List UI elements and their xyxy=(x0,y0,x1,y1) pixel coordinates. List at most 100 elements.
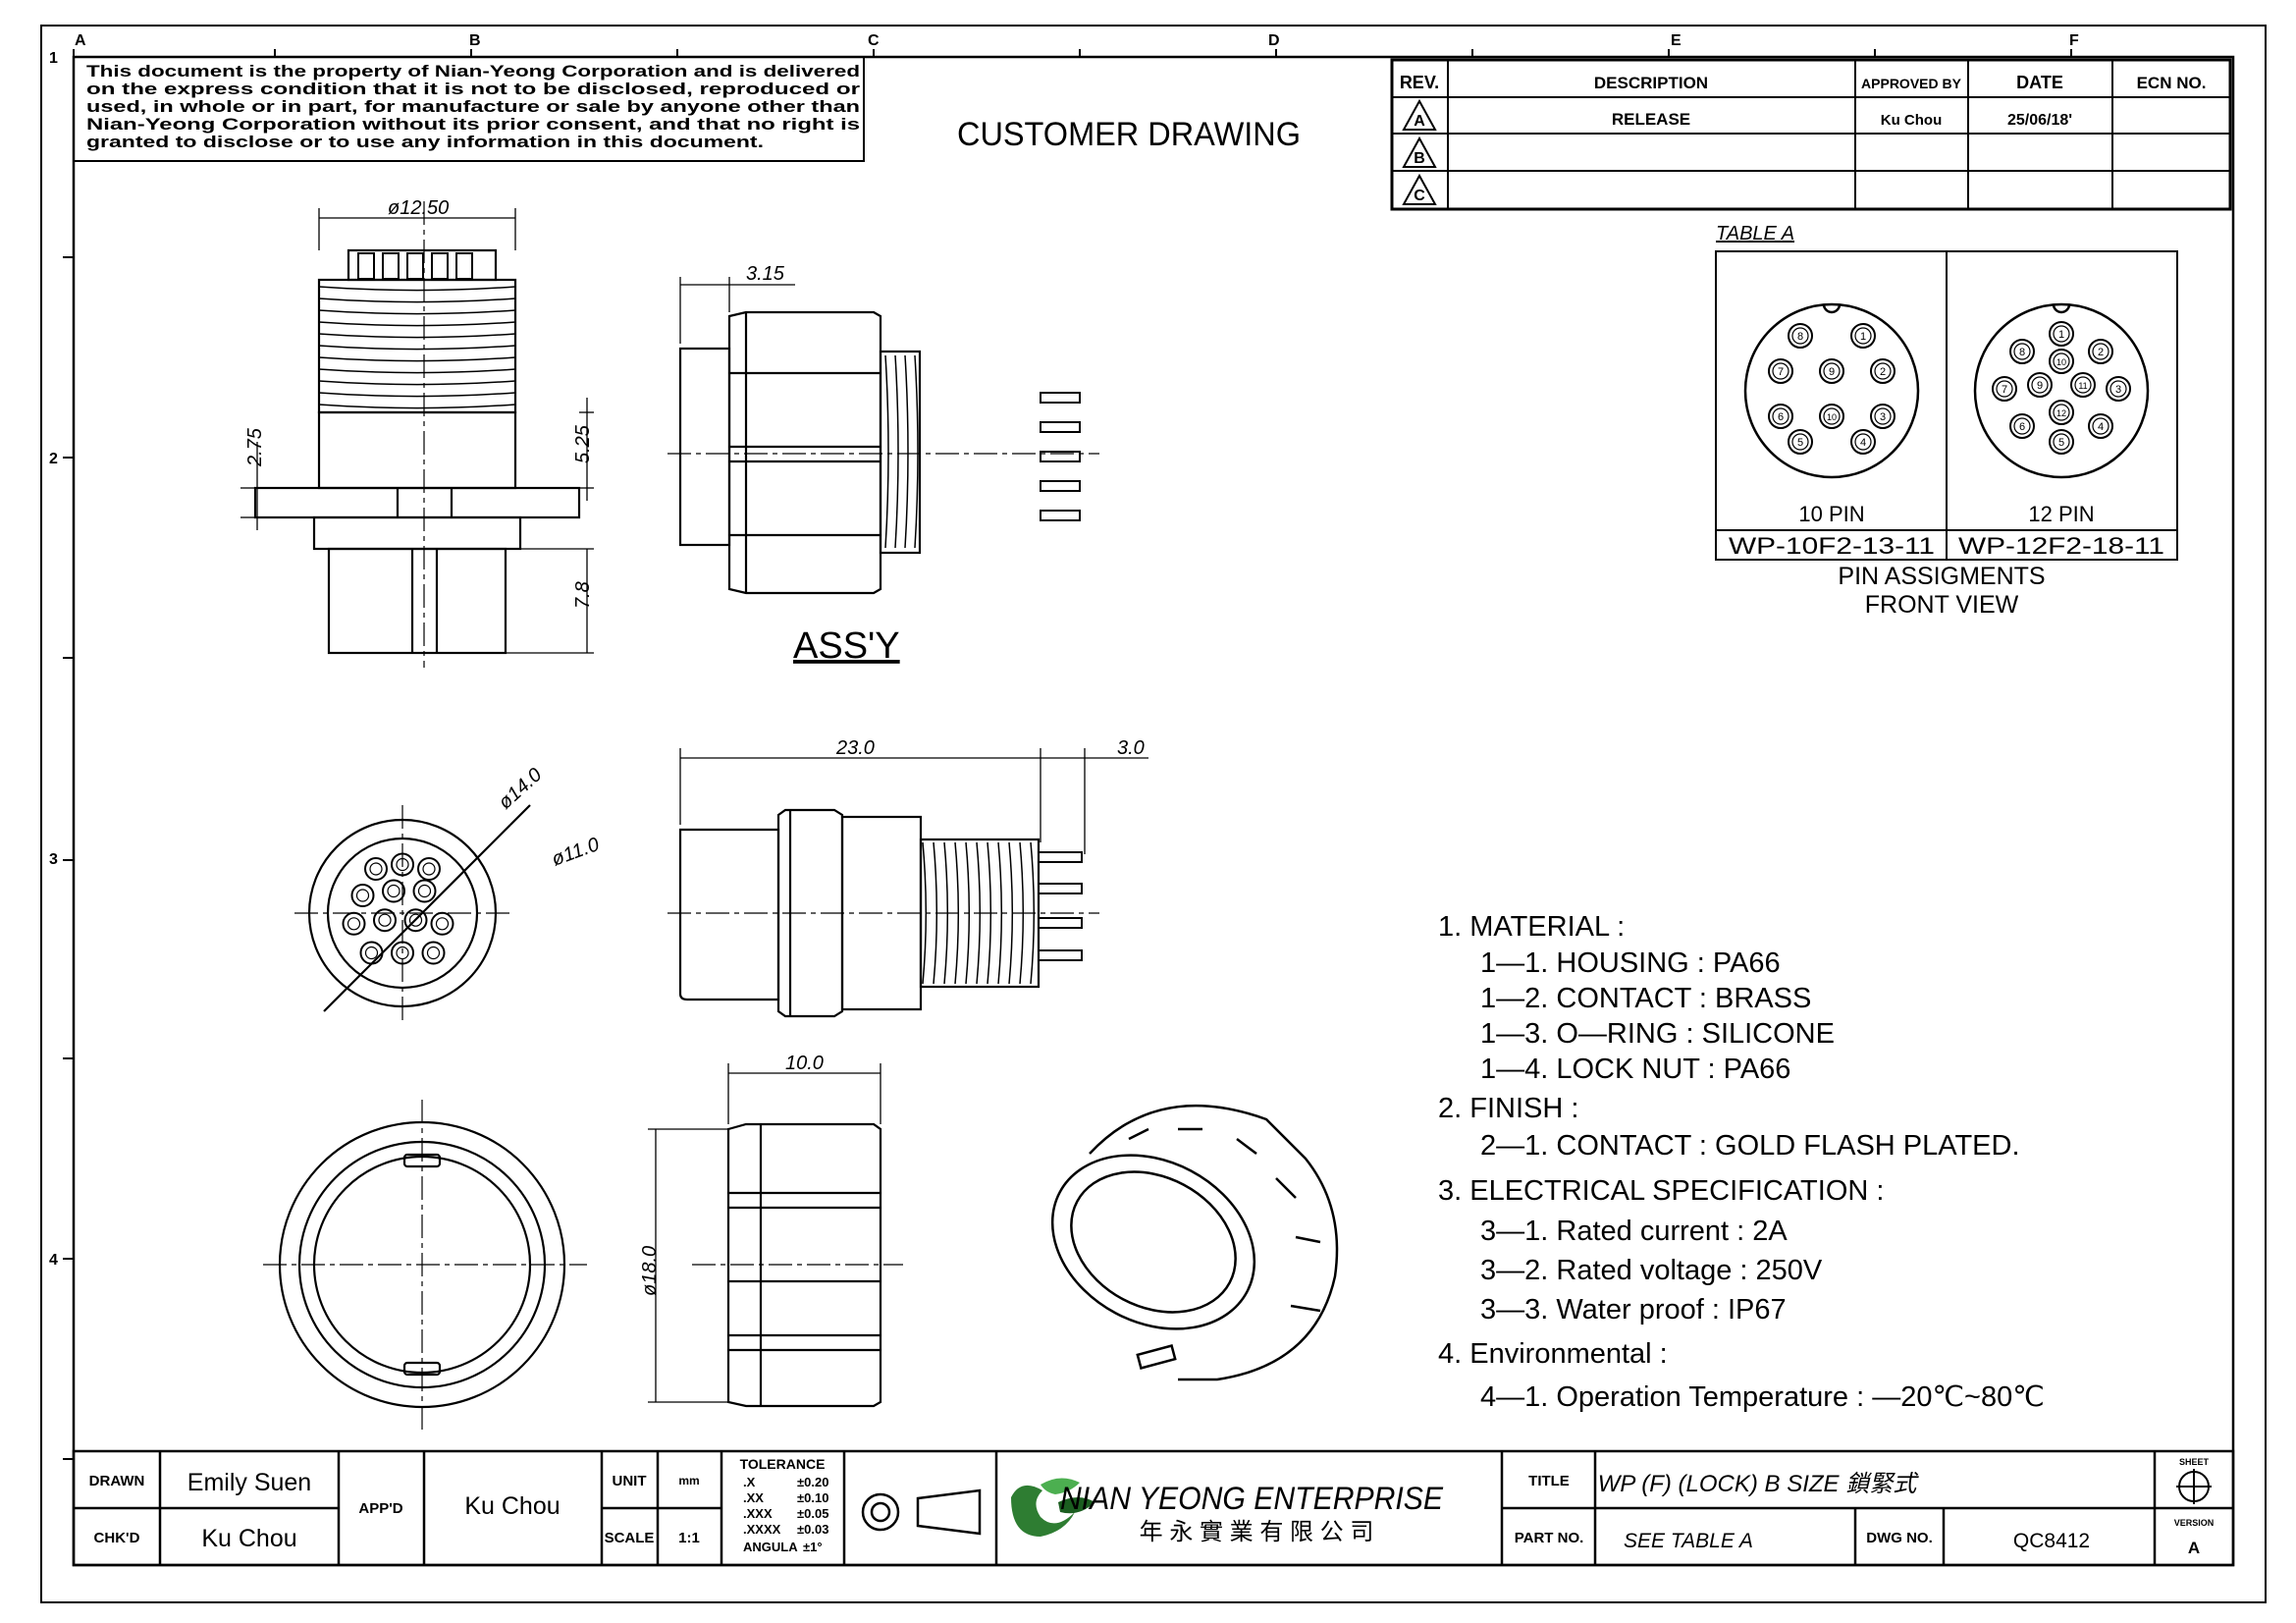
pin-contact-inner xyxy=(1772,362,1789,380)
appd-label: APP'D xyxy=(358,1500,402,1517)
zone-row-3: 3 xyxy=(49,851,58,868)
face-pin-inner xyxy=(378,913,392,927)
pin-contact xyxy=(1768,404,1793,429)
face-pin xyxy=(373,908,397,933)
title-value: WP (F) (LOCK) B SIZE 鎖緊式 xyxy=(1598,1471,1919,1497)
thread-line xyxy=(894,354,899,549)
face-pin xyxy=(430,911,454,936)
tolerance-values: .X ±0.20 .XX ±0.10 .XXX ±0.05 .XXXX ±0.0… xyxy=(743,1475,828,1554)
pin-number: 4 xyxy=(2098,421,2104,433)
assembly-pins xyxy=(1040,392,1081,521)
pin-terminal xyxy=(357,252,375,280)
thread-line xyxy=(1008,841,1014,985)
notice-box xyxy=(73,56,865,162)
pin-contact xyxy=(2049,349,2074,374)
revision-table xyxy=(1390,58,2232,211)
pin-contact-inner xyxy=(1791,327,1809,345)
dim-18-0: ø18.0 xyxy=(639,1246,661,1296)
svg-text:±0.10: ±0.10 xyxy=(797,1490,828,1505)
face-pin-inner xyxy=(408,913,423,927)
note-3: 3. ELECTRICAL SPECIFICATION : xyxy=(1438,1175,1884,1207)
pin-contact xyxy=(2049,321,2074,347)
chkd-label: CHK'D xyxy=(94,1530,140,1546)
pin-terminal xyxy=(1038,917,1083,929)
dim-14-0: ø14.0 xyxy=(495,764,547,814)
dwg-no-label: DWG NO. xyxy=(1866,1530,1933,1546)
pin-contact-inner xyxy=(1996,380,2013,398)
rev-triangles xyxy=(1402,98,1437,205)
note-3-2: 3—2. Rated voltage : 250V xyxy=(1480,1255,1823,1286)
rev-a-date: 25/06/18' xyxy=(2007,112,2072,129)
face-pin-inner xyxy=(387,884,400,898)
thread-line xyxy=(318,392,516,398)
face-pin xyxy=(391,852,414,877)
pin-face-10 xyxy=(1743,302,1920,479)
thread-line xyxy=(318,404,516,409)
pin-number: 2 xyxy=(1880,366,1886,378)
pin-contact xyxy=(1992,376,2017,402)
part-no-label: PART NO. xyxy=(1515,1530,1584,1546)
company-chinese-name: 年 永 實 業 有 限 公 司 xyxy=(1140,1519,1374,1545)
notes: 1. MATERIAL : 1—1. HOUSING : PA66 1—2. C… xyxy=(1438,911,2045,1413)
zone-row-4: 4 xyxy=(49,1252,58,1269)
pin-number: 11 xyxy=(2078,381,2087,391)
note-3-1: 3—1. Rated current : 2A xyxy=(1480,1216,1788,1247)
note-1-3: 1—3. O—RING : SILICONE xyxy=(1480,1018,1835,1050)
rev-a-description: RELEASE xyxy=(1612,110,1690,129)
thread-line xyxy=(318,309,516,315)
projection-symbol-icon xyxy=(861,1488,982,1536)
ecn-header: ECN NO. xyxy=(2137,74,2207,92)
table-a-label: TABLE A xyxy=(1716,223,1794,244)
pin-number: 3 xyxy=(2115,384,2121,396)
pin-contact-inner xyxy=(1854,433,1872,451)
pin-contact-inner xyxy=(2053,325,2070,343)
pin-terminal xyxy=(431,252,449,280)
pin-face-12 xyxy=(1973,302,2150,479)
dim-5-25: 5.25 xyxy=(572,424,594,463)
pin-contact xyxy=(1788,429,1813,455)
pin-contact-inner xyxy=(1874,407,1892,425)
zone-col-f: F xyxy=(2069,32,2079,49)
face-pin xyxy=(364,857,388,881)
thread-line xyxy=(976,841,982,985)
note-1: 1. MATERIAL : xyxy=(1438,911,1625,943)
inner-frame xyxy=(72,55,2235,1567)
zone-row-1: 1 xyxy=(49,50,58,67)
pin-contact-inner xyxy=(2092,417,2109,435)
svg-text:.X: .X xyxy=(743,1475,756,1489)
svg-text:±0.20: ±0.20 xyxy=(797,1475,828,1489)
zone-col-a: A xyxy=(75,32,86,49)
face-pin xyxy=(350,884,375,907)
pin-contact-inner xyxy=(1791,433,1809,451)
dim-2-75: 2.75 xyxy=(244,427,266,467)
chkd-value: Ku Chou xyxy=(201,1525,296,1552)
front-face-view xyxy=(307,804,531,1012)
face-pin-inner xyxy=(396,857,409,872)
dim-23-0: 23.0 xyxy=(835,737,875,759)
thread-line xyxy=(922,841,928,985)
version-label: VERSION xyxy=(2174,1518,2215,1528)
part-number-12: WP-12F2-18-11 xyxy=(1958,533,2164,560)
pin-number: 2 xyxy=(2098,347,2104,358)
pin-contact-inner xyxy=(2109,380,2127,398)
pin-number: 5 xyxy=(1797,437,1803,449)
svg-text:.XX: .XX xyxy=(743,1490,764,1505)
pin-terminal xyxy=(1040,510,1081,521)
pin-terminal xyxy=(455,252,473,280)
svg-text:.XXXX: .XXXX xyxy=(743,1522,781,1537)
note-3-3: 3—3. Water proof : IP67 xyxy=(1480,1294,1787,1325)
dim-3-0: 3.0 xyxy=(1117,737,1145,759)
svg-text:on the express condition tha: on the express condition that it is not … xyxy=(86,80,861,98)
face-pin xyxy=(382,879,405,903)
pin-contact xyxy=(2009,339,2035,364)
thread-line xyxy=(318,380,516,386)
pin-number: 8 xyxy=(1797,331,1803,343)
pin-contact-inner xyxy=(1772,407,1789,425)
face-pin-inner xyxy=(369,862,383,876)
zone-col-d: D xyxy=(1268,32,1280,49)
pin-contact-inner xyxy=(1854,327,1872,345)
date-header: DATE xyxy=(2016,73,2063,92)
unit-label: UNIT xyxy=(613,1473,647,1489)
